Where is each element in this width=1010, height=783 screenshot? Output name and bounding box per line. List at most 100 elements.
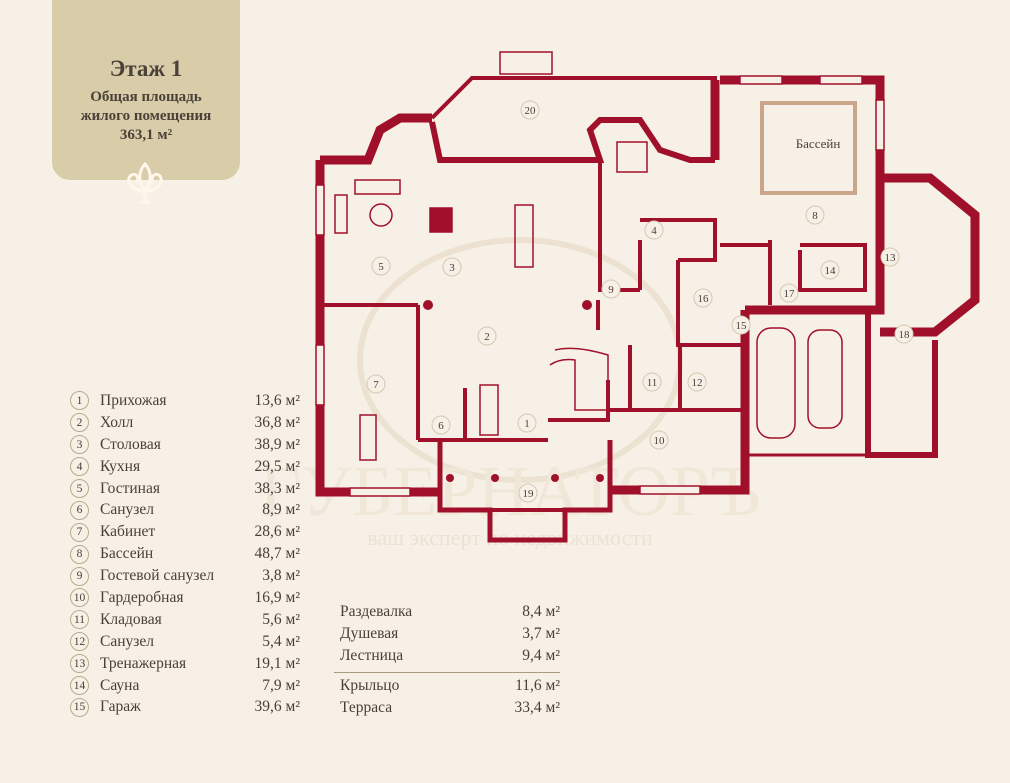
room-name: Раздевалка — [340, 603, 413, 620]
pool — [760, 101, 857, 195]
room-name: Гараж — [100, 698, 141, 716]
room-area: 3,7 м² — [522, 625, 560, 642]
room-name: Кухня — [100, 457, 141, 475]
room-number-badge: 7 — [70, 522, 89, 542]
room-area: 16,9 м² — [254, 588, 300, 606]
legend-row: Лестница 9,4 м² — [340, 645, 560, 667]
room-area: 5,6 м² — [262, 610, 300, 628]
room-marker-circle — [805, 205, 825, 225]
room-name: Гостиная — [100, 479, 160, 497]
room-area: 7,9 м² — [262, 676, 300, 694]
dining-table — [514, 204, 534, 268]
room-marker-circle — [520, 100, 540, 120]
room-number-badge: 3 — [70, 435, 89, 455]
room-name: Кабинет — [100, 523, 156, 541]
room-number: 18 — [899, 329, 911, 341]
room-area: 33,4 м² — [514, 699, 560, 716]
room-marker-circle — [366, 374, 386, 394]
room-marker-circle — [442, 257, 462, 277]
room-name: Душевая — [340, 625, 399, 642]
room-marker-circle — [601, 279, 621, 299]
room-number: 4 — [651, 225, 657, 237]
room-marker-circle — [880, 247, 900, 267]
room-number: 5 — [378, 261, 384, 273]
room-marker-circle — [431, 415, 451, 435]
total-area: 363,1 м² — [119, 127, 173, 143]
room-area: 9,4 м² — [522, 647, 560, 664]
room-number-badge: 14 — [70, 676, 89, 696]
room-area: 28,6 м² — [254, 523, 300, 541]
room-number: 8 — [812, 210, 818, 222]
room-name: Столовая — [100, 435, 161, 453]
room-number: 16 — [698, 293, 710, 305]
room-area: 8,9 м² — [262, 501, 300, 519]
room-area: 38,3 м² — [254, 479, 300, 497]
legend-row: 14 Сауна 7,9 м² — [70, 675, 300, 697]
room-name: Гардеробная — [100, 588, 184, 606]
room-area: 38,9 м² — [254, 435, 300, 453]
room-area: 29,5 м² — [254, 457, 300, 475]
room-number: 17 — [784, 288, 796, 300]
room-number: 9 — [608, 284, 614, 296]
legend-row: Терраса 33,4 м² — [340, 697, 560, 719]
room-number: 20 — [525, 105, 537, 117]
room-marker-circle — [687, 372, 707, 392]
room-number-badge: 9 — [70, 566, 89, 586]
windows — [315, 51, 885, 497]
room-area: 39,6 м² — [254, 698, 300, 716]
room-area: 19,1 м² — [254, 654, 300, 672]
room-name: Крыльцо — [340, 677, 400, 694]
room-number-badge: 8 — [70, 544, 89, 564]
legend-row: 3 Столовая 38,9 м² — [70, 434, 300, 456]
columns — [423, 300, 604, 482]
room-marker-circle — [371, 256, 391, 276]
room-name: Бассейн — [100, 545, 154, 563]
room-number: 2 — [484, 331, 490, 343]
room-name: Санузел — [100, 501, 155, 519]
room-number: 12 — [692, 377, 703, 389]
room-marker-circle — [517, 413, 537, 433]
car-icon — [807, 329, 843, 429]
room-marker-circle — [518, 483, 538, 503]
room-number: 14 — [825, 265, 837, 277]
room-area: 48,7 м² — [254, 545, 300, 563]
room-marker-circle — [642, 372, 662, 392]
room-marker-circle — [779, 283, 799, 303]
legend-row: 7 Кабинет 28,6 м² — [70, 521, 300, 543]
room-marker-circle — [477, 326, 497, 346]
room-marker-circle — [731, 315, 751, 335]
room-name: Санузел — [100, 632, 155, 650]
room-area: 3,8 м² — [262, 567, 300, 585]
room-number-badge: 12 — [70, 632, 89, 652]
legend-divider — [334, 672, 560, 673]
floor-title: Этаж 1 — [109, 56, 183, 81]
room-name: Терраса — [340, 699, 393, 716]
room-number: 10 — [654, 435, 666, 447]
room-number-badge: 1 — [70, 391, 89, 411]
room-name: Холл — [100, 413, 134, 431]
fireplace — [429, 207, 453, 233]
room-number: 11 — [647, 377, 658, 389]
room-name: Лестница — [340, 647, 404, 664]
room-name: Сауна — [100, 676, 140, 694]
room-marker-circle — [649, 430, 669, 450]
room-name: Прихожая — [100, 391, 167, 409]
pool-label: Бассейн — [796, 136, 841, 151]
room-number: 7 — [373, 379, 379, 391]
room-name: Тренажерная — [100, 654, 187, 672]
